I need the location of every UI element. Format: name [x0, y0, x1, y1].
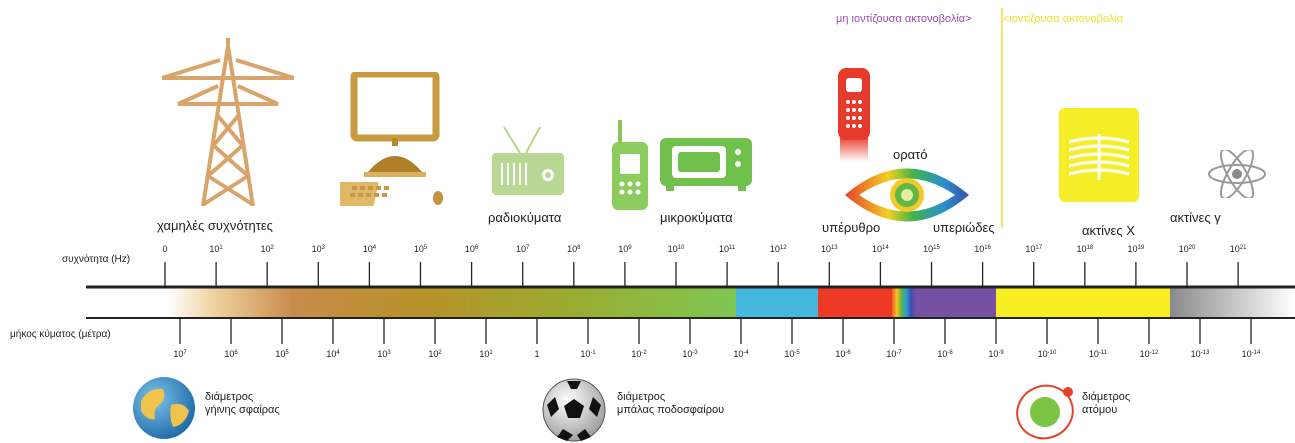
frequency-tick-label: 1014: [872, 244, 889, 254]
earth-diameter-line2: γήινης σφαίρας: [205, 404, 280, 416]
band-visible: [892, 287, 916, 318]
frequency-tick-label: 1019: [1127, 244, 1145, 254]
wavelength-tick-label: 10-13: [1190, 349, 1210, 359]
wavelength-tick-label: 104: [326, 349, 340, 359]
gamma-label: ακτίνες γ: [1170, 210, 1221, 225]
frequency-tick-label: 106: [464, 244, 479, 254]
frequency-tick-label: 105: [413, 244, 428, 254]
wavelength-tick-label: 10-3: [682, 349, 698, 359]
atom-diameter-line2: ατόμου: [1082, 404, 1118, 416]
non-ionizing-label: μη ιοντίζουσα ακτονοβολία>: [836, 13, 972, 25]
wavelength-tick-label: 103: [377, 349, 391, 359]
band-cyan: [736, 287, 818, 318]
frequency-tick-label: 102: [260, 244, 274, 254]
frequency-tick-label: 1020: [1178, 244, 1196, 254]
ball-diameter-text: διάμετρος μπάλας ποδοσφαίρου: [617, 391, 724, 417]
band-ultraviolet: [916, 287, 996, 318]
wavelength-tick-label: 10-1: [580, 349, 596, 359]
frequency-tick-label: 1018: [1076, 244, 1094, 254]
wavelength-tick-label: 10-12: [1139, 349, 1159, 359]
low-frequency-label: χαμηλές συχνότητες: [157, 218, 273, 233]
wavelength-tick-label: 101: [479, 349, 493, 359]
wavelength-tick-label: 10-2: [631, 349, 647, 359]
frequency-tick-label: 1021: [1229, 244, 1247, 254]
earth-diameter-line1: διάμετρος: [205, 391, 254, 403]
band-infrared: [818, 287, 892, 318]
frequency-row-label: συχνότητα (Hz): [62, 254, 131, 265]
wavelength-tick-label: 107: [173, 349, 187, 359]
earth-diameter-text: διάμετρος γήινης σφαίρας: [205, 391, 280, 417]
frequency-tick-label: 101: [209, 244, 223, 254]
wavelength-tick-label: 10-11: [1088, 349, 1108, 359]
frequency-tick-label: 1012: [769, 244, 787, 254]
computer-icon: [340, 72, 443, 206]
ionizing-label: <ιοντίζουσα ακτονοβολία: [1003, 13, 1124, 25]
frequency-tick-label: 1013: [820, 244, 838, 254]
band-xray: [996, 287, 1170, 318]
radio-icon: [492, 126, 564, 195]
atom-diameter-text: διάμετρος ατόμου: [1082, 391, 1130, 417]
frequency-tick-label: 108: [567, 244, 581, 254]
band-radio-micro: [168, 287, 736, 318]
atom-circle-icon: [1016, 384, 1074, 440]
ionizing-divider-line: [1001, 8, 1003, 228]
microwave-label: μικροκύματα: [660, 210, 733, 225]
wavelength-tick-label: 10-4: [733, 349, 749, 359]
visible-label: ορατό: [893, 147, 928, 162]
xray-label: ακτίνες Χ: [1082, 223, 1135, 238]
power-pylon-icon: [161, 38, 295, 207]
xray-film-icon: [1059, 108, 1139, 202]
wavelength-tick-label: 106: [224, 349, 238, 359]
frequency-tick-label: 104: [362, 244, 377, 254]
ultraviolet-label: υπεριώδες: [933, 220, 995, 235]
wavelength-tick-label: 10-8: [937, 349, 953, 359]
atom-diameter-line1: διάμετρος: [1082, 391, 1131, 403]
frequency-tick-label: 0: [162, 244, 168, 254]
microwave-oven-icon: [660, 138, 752, 191]
wavelength-tick-label: 10-6: [835, 349, 851, 359]
wavelength-tick-label: 105: [275, 349, 289, 359]
infrared-label: υπέρυθρο: [822, 220, 881, 235]
frequency-tick-label: 109: [618, 244, 632, 254]
atom-icon: [1208, 150, 1266, 198]
wavelength-tick-label: 1: [534, 349, 540, 359]
frequency-tick-label: 1010: [667, 244, 685, 254]
radio-waves-label: ραδιοκύματα: [488, 210, 562, 225]
ball-diameter-line1: διάμετρος: [617, 391, 666, 403]
band-gamma: [1170, 287, 1295, 318]
frequency-tick-label: 1017: [1025, 244, 1043, 254]
wavelength-tick-label: 10-14: [1241, 349, 1261, 359]
earth-globe-icon: [133, 377, 195, 439]
frequency-tick-label: 1016: [974, 244, 991, 254]
tv-remote-icon: [838, 68, 870, 162]
wavelength-tick-label: 10-10: [1037, 349, 1057, 359]
eye-icon: [845, 168, 969, 222]
wavelength-tick-label: 102: [428, 349, 442, 359]
mobile-phone-icon: [612, 120, 648, 210]
frequency-tick-label: 107: [516, 244, 530, 254]
frequency-tick-label: 1011: [718, 244, 736, 254]
wavelength-tick-label: 10-5: [784, 349, 800, 359]
wavelength-tick-label: 10-9: [988, 349, 1004, 359]
ball-diameter-line2: μπάλας ποδοσφαίρου: [617, 404, 725, 416]
wavelength-tick-label: 10-7: [886, 349, 902, 359]
frequency-tick-label: 1015: [923, 244, 940, 254]
soccer-ball-icon: [542, 378, 606, 442]
wavelength-row-label: μήκος κύματος (μέτρα): [10, 329, 111, 340]
frequency-tick-label: 103: [311, 244, 325, 254]
